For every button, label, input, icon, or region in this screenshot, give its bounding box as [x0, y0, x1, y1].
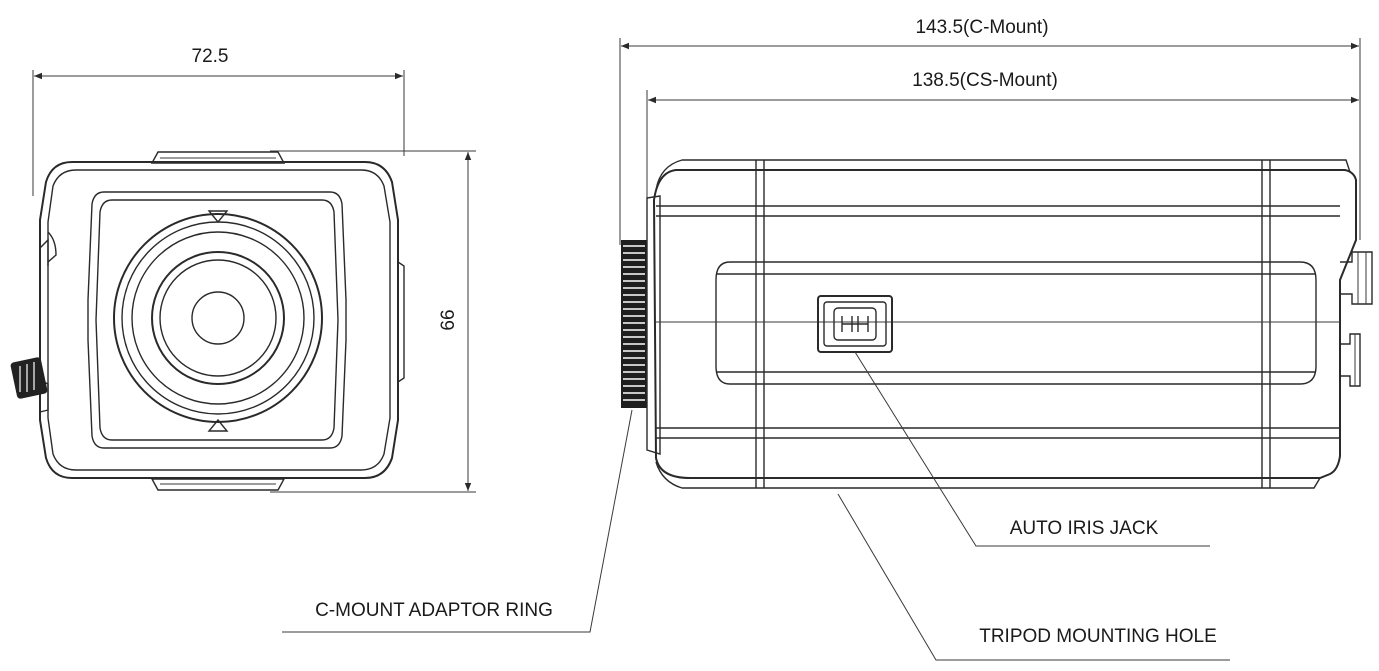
- length-dimension-c-mount: 143.5(C-Mount): [619, 17, 1361, 245]
- front-width-label: 72.5: [192, 46, 229, 67]
- auto-iris-jack: [817, 295, 893, 353]
- side-view: 143.5(C-Mount) 138.5(CS-Mount): [619, 17, 1373, 489]
- c-mount-adaptor-ring: [621, 240, 647, 408]
- callout-c-mount-ring: C-MOUNT ADAPTOR RING: [282, 409, 633, 633]
- callout-tripod-hole: TRIPOD MOUNTING HOLE: [837, 493, 1230, 661]
- tripod-hole-label: TRIPOD MOUNTING HOLE: [979, 626, 1217, 647]
- front-height-label: 66: [438, 309, 459, 330]
- c-mount-ring-label: C-MOUNT ADAPTOR RING: [315, 600, 553, 621]
- length-cs-mount-label: 138.5(CS-Mount): [912, 70, 1058, 91]
- callout-auto-iris-jack: AUTO IRIS JACK: [854, 351, 1210, 547]
- length-c-mount-label: 143.5(C-Mount): [915, 17, 1048, 38]
- front-view: 72.5 66: [10, 46, 476, 493]
- front-height-dimension: 66: [270, 150, 476, 493]
- length-dimension-cs-mount: 138.5(CS-Mount): [646, 70, 1359, 240]
- auto-iris-jack-label: AUTO IRIS JACK: [1010, 518, 1159, 539]
- front-width-dimension: 72.5: [32, 46, 405, 196]
